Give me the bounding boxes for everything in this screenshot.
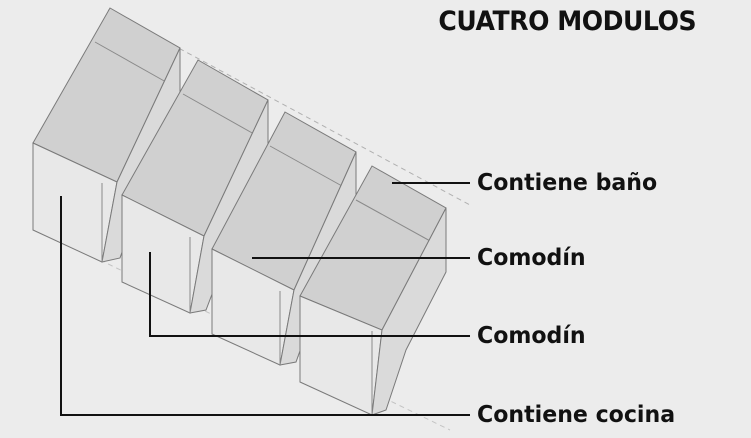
leader-line-kitchen [60, 196, 470, 416]
label-wildcard-2: Comodín [477, 323, 586, 349]
label-wildcard-1: Comodín [477, 245, 586, 271]
leader-line-wildcard-2 [149, 252, 470, 337]
module-2-wildcard [121, 59, 269, 314]
diagram-title: CUATRO MODULOS [438, 6, 696, 37]
module-1-kitchen [32, 7, 181, 263]
label-contains-bathroom: Contiene baño [477, 170, 658, 196]
module-4-bathroom [299, 165, 447, 416]
guide-line-back [107, 9, 471, 206]
label-contains-kitchen: Contiene cocina [477, 402, 676, 428]
leader-lines [60, 182, 470, 416]
